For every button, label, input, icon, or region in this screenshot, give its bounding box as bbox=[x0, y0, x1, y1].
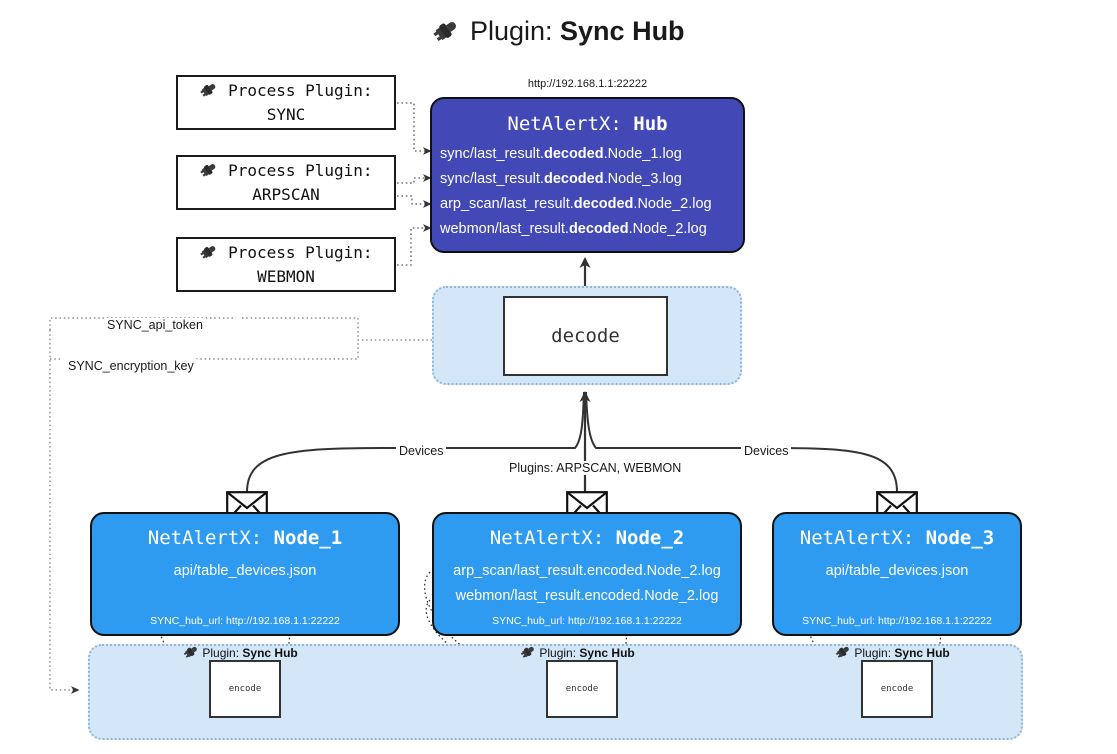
encode-box[interactable]: encode bbox=[861, 660, 933, 718]
plug-icon bbox=[432, 19, 466, 49]
hub-log-line: arp_scan/last_result.decoded.Node_2.log bbox=[440, 195, 712, 212]
node-title-prefix: NetAlertX: bbox=[799, 527, 915, 549]
process-plugin-box-sync[interactable]: Process Plugin: SYNC bbox=[176, 75, 396, 130]
encoder-label-name: Sync Hub bbox=[242, 646, 298, 660]
encode-box[interactable]: encode bbox=[209, 660, 281, 718]
page-title-name: Sync Hub bbox=[560, 16, 685, 46]
node-hub-url: SYNC_hub_url: http://192.168.1.1:22222 bbox=[150, 615, 340, 627]
encoder-label-prefix: Plugin: bbox=[539, 646, 577, 660]
node-box-node-3[interactable]: NetAlertX: Node_3 api/table_devices.json… bbox=[772, 512, 1022, 636]
encoder-plugin-label: Plugin: Sync Hub bbox=[183, 645, 298, 662]
process-plugin-label: Process Plugin: bbox=[228, 242, 373, 262]
node-path-list: arp_scan/last_result.encoded.Node_2.log … bbox=[434, 559, 740, 609]
node-hub-url: SYNC_hub_url: http://192.168.1.1:22222 bbox=[802, 615, 992, 627]
plug-icon bbox=[199, 245, 227, 264]
process-plugin-label: Process Plugin: bbox=[228, 80, 373, 100]
node-path-line: arp_scan/last_result.encoded.Node_2.log bbox=[453, 563, 721, 579]
node-path-line: webmon/last_result.encoded.Node_2.log bbox=[455, 587, 719, 604]
process-plugin-label: Process Plugin: bbox=[228, 160, 373, 180]
node-box-node-1[interactable]: NetAlertX: Node_1 api/table_devices.json… bbox=[90, 512, 400, 636]
plug-icon bbox=[199, 163, 227, 182]
node-path-line: api/table_devices.json bbox=[825, 563, 969, 579]
node-title: NetAlertX: Node_1 bbox=[92, 527, 398, 549]
node-title: NetAlertX: Node_2 bbox=[434, 527, 740, 549]
edge-label-devices-right: Devices bbox=[741, 444, 792, 458]
page-title-prefix: Plugin: bbox=[469, 16, 553, 46]
edge-label-devices-left: Devices bbox=[396, 444, 447, 458]
process-plugin-box-webmon[interactable]: Process Plugin: WEBMON bbox=[176, 237, 396, 292]
plug-icon bbox=[183, 646, 201, 662]
encoder-plugin-label: Plugin: Sync Hub bbox=[835, 645, 950, 662]
node-box-node-2[interactable]: NetAlertX: Node_2 arp_scan/last_result.e… bbox=[432, 512, 742, 636]
node-title-name: Node_2 bbox=[615, 527, 685, 549]
hub-node[interactable]: NetAlertX: Hub sync/last_result.decoded.… bbox=[430, 97, 745, 253]
node-path-list: api/table_devices.json bbox=[774, 559, 1020, 584]
plug-icon bbox=[199, 83, 227, 102]
page-title: Plugin: Sync Hub bbox=[0, 16, 1117, 50]
process-plugin-name: ARPSCAN bbox=[252, 184, 320, 204]
hub-log-line: sync/last_result.decoded.Node_1.log bbox=[440, 146, 682, 162]
hub-title-name: Hub bbox=[633, 113, 668, 135]
encoder-label-name: Sync Hub bbox=[894, 646, 950, 660]
encoder-plugin-label: Plugin: Sync Hub bbox=[520, 645, 635, 662]
edge-label-encryption-key: SYNC_encryption_key bbox=[65, 359, 197, 373]
hub-url-caption: http://192.168.1.1:22222 bbox=[527, 78, 648, 90]
encoder-label-prefix: Plugin: bbox=[854, 646, 892, 660]
plug-icon bbox=[520, 646, 538, 662]
node-title-prefix: NetAlertX: bbox=[147, 527, 263, 549]
process-plugin-name: WEBMON bbox=[257, 266, 315, 286]
node-title-prefix: NetAlertX: bbox=[489, 527, 605, 549]
node-title-name: Node_1 bbox=[273, 527, 343, 549]
edge-label-plugins: Plugins: ARPSCAN, WEBMON bbox=[506, 461, 685, 475]
node-hub-url: SYNC_hub_url: http://192.168.1.1:22222 bbox=[492, 615, 682, 627]
hub-title: NetAlertX: Hub bbox=[432, 113, 743, 135]
node-path-list: api/table_devices.json bbox=[92, 559, 398, 584]
plug-icon bbox=[835, 646, 853, 662]
node-title-name: Node_3 bbox=[925, 527, 995, 549]
edge-label-api-token: SYNC_api_token bbox=[104, 318, 206, 332]
encoder-label-name: Sync Hub bbox=[579, 646, 635, 660]
encode-box[interactable]: encode bbox=[546, 660, 618, 718]
encoder-label-prefix: Plugin: bbox=[202, 646, 240, 660]
hub-title-prefix: NetAlertX: bbox=[507, 113, 622, 135]
node-path-line: api/table_devices.json bbox=[173, 563, 317, 579]
process-plugin-name: SYNC bbox=[266, 104, 306, 124]
hub-log-line: webmon/last_result.decoded.Node_2.log bbox=[440, 220, 707, 237]
process-plugin-box-arpscan[interactable]: Process Plugin: ARPSCAN bbox=[176, 155, 396, 210]
hub-log-line: sync/last_result.decoded.Node_3.log bbox=[440, 170, 682, 187]
node-title: NetAlertX: Node_3 bbox=[774, 527, 1020, 549]
hub-log-list: sync/last_result.decoded.Node_1.log sync… bbox=[432, 142, 743, 242]
decode-box[interactable]: decode bbox=[503, 296, 668, 376]
